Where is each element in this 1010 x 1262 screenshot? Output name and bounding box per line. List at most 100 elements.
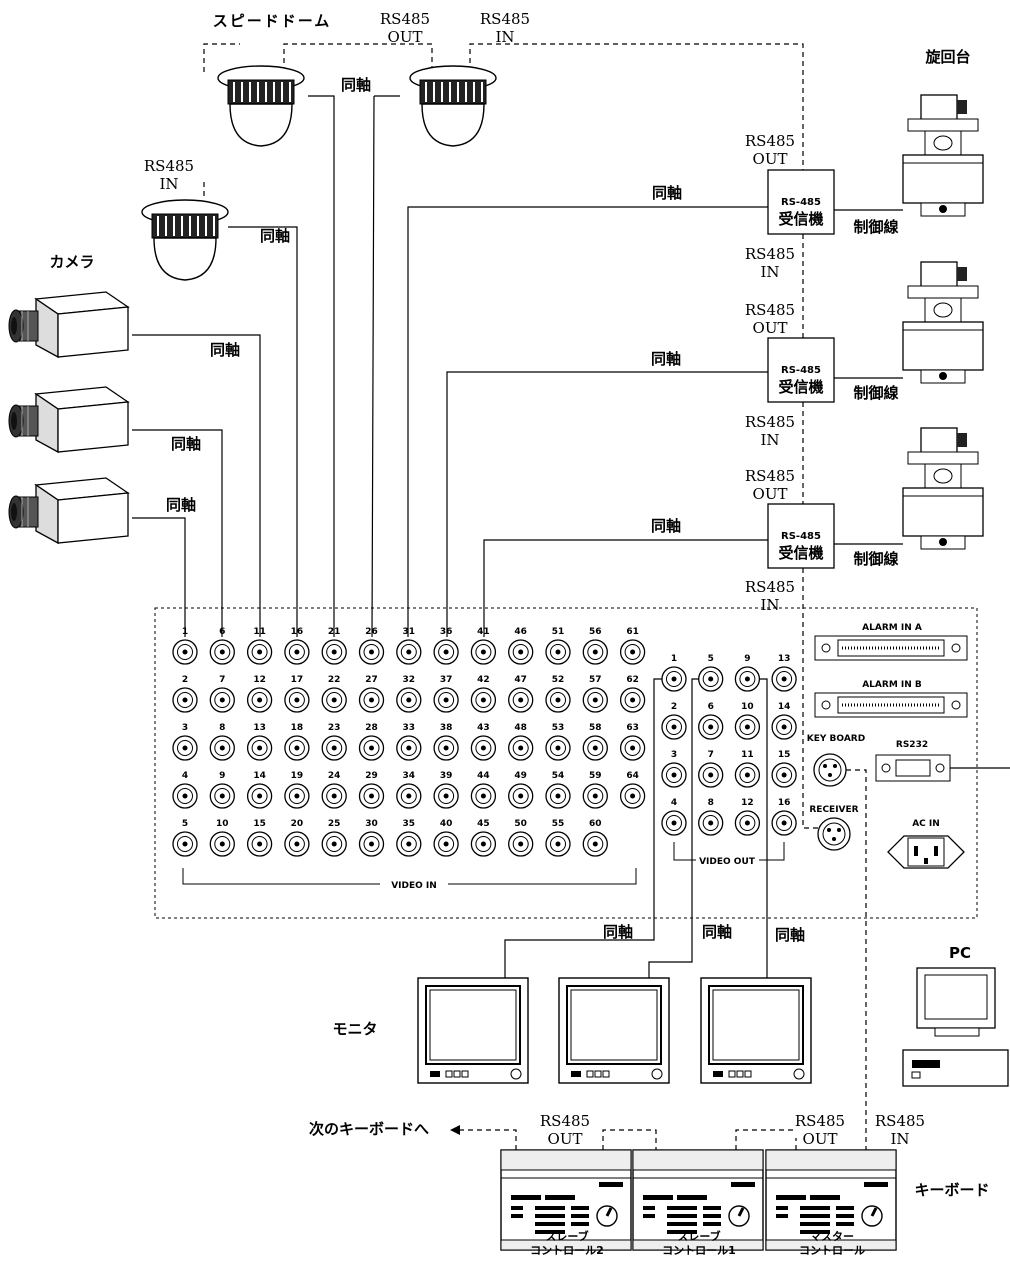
video-in-bnc (284, 639, 310, 665)
video-out-bnc (698, 810, 724, 836)
rs485-label: RS485 (745, 578, 795, 596)
keyboard-port-connector (813, 753, 847, 787)
rs485-label: RS485 (540, 1112, 590, 1130)
video-in-bnc (396, 687, 422, 713)
rs485-direction-label: IN (495, 28, 514, 46)
video-out-bnc (771, 666, 797, 692)
video-in-bnc (284, 735, 310, 761)
video-out-bnc (661, 810, 687, 836)
video-out-channel-number: 10 (741, 702, 754, 712)
video-in-channel-number: 14 (253, 771, 266, 781)
coax-cable (483, 539, 768, 637)
video-out-bnc (661, 666, 687, 692)
video-out-label: VIDEO OUT (699, 857, 756, 867)
rs485-direction-label: OUT (803, 1130, 838, 1148)
arrow-left-icon (450, 1125, 460, 1135)
video-out-channel-number: 1 (671, 654, 677, 664)
video-in-bnc (321, 783, 347, 809)
video-in-bnc (246, 639, 273, 665)
rs485-label: RS485 (745, 413, 795, 431)
video-in-channel-number: 6 (219, 627, 225, 637)
monitor-1 (417, 977, 529, 1084)
video-in-channel-number: 1 (182, 627, 188, 637)
video-in-channel-number: 31 (403, 627, 416, 637)
video-in-bnc (619, 735, 646, 761)
video-in-channel-number: 36 (440, 627, 453, 637)
video-in-bnc (508, 735, 534, 761)
video-out-channel-number: 4 (671, 798, 677, 808)
video-in-channel-number: 34 (403, 771, 416, 781)
video-in-bnc (582, 735, 608, 761)
rs485-label: RS485 (745, 132, 795, 150)
video-in-bnc (321, 687, 347, 713)
video-in-bnc (172, 639, 198, 665)
control-line-label: 制御線 (853, 384, 898, 402)
keyboard-control-label: コントロール (799, 1244, 865, 1257)
video-out-bnc (771, 762, 797, 788)
coax-cable (132, 429, 223, 637)
video-in-channel-number: 20 (291, 819, 304, 829)
video-in-channel-number: 25 (328, 819, 341, 829)
video-in-channel-number: 54 (552, 771, 565, 781)
camera-1 (8, 291, 129, 358)
video-out-channel-number: 2 (671, 702, 677, 712)
video-in-channel-number: 59 (589, 771, 602, 781)
video-out-channel-number: 7 (708, 750, 714, 760)
rs485-line (283, 43, 433, 72)
coax-cable (371, 95, 400, 638)
video-in-bnc (433, 639, 459, 665)
video-in-channel-number: 45 (477, 819, 490, 829)
coax-cable (504, 678, 674, 978)
video-in-bnc (284, 687, 310, 713)
video-in-channel-number: 11 (253, 627, 266, 637)
rs485-direction-label: OUT (388, 28, 423, 46)
speed-dome-lower (141, 199, 229, 281)
video-in-channel-number: 23 (328, 723, 341, 733)
keyboard-control-label: コントロール2 (530, 1244, 604, 1257)
video-in-channel-number: 55 (552, 819, 565, 829)
video-in-bnc (545, 687, 571, 713)
keyboard-title: キーボード (914, 1181, 989, 1199)
rs485-label: RS485 (795, 1112, 845, 1130)
rs485-direction-label: IN (760, 596, 779, 614)
rs485-line (602, 1129, 657, 1150)
receiver-name-label: 受信機 (778, 378, 823, 396)
control-line-label: 制御線 (853, 550, 898, 568)
video-in-channel-number: 60 (589, 819, 602, 829)
rs485-direction-label: IN (890, 1130, 909, 1148)
video-out-channel-number: 8 (708, 798, 714, 808)
rs485-label: RS485 (380, 10, 430, 28)
receiver-name-label: 受信機 (778, 544, 823, 562)
rs485-line (469, 43, 804, 170)
rs232-connector (875, 754, 951, 782)
video-in-channel-number: 10 (216, 819, 229, 829)
dvr-rear-panel (154, 607, 978, 919)
coax-label: 同軸 (603, 923, 633, 941)
video-in-channel-number: 29 (365, 771, 378, 781)
video-in-channel-number: 56 (589, 627, 602, 637)
video-in-bnc (321, 639, 347, 665)
pan-tilt-head-1 (902, 94, 984, 217)
rs485-label: RS485 (745, 301, 795, 319)
monitor-3 (700, 977, 812, 1084)
video-in-channel-number: 26 (365, 627, 378, 637)
video-in-bnc (396, 735, 422, 761)
receiver-port-label: RECEIVER (809, 805, 858, 815)
video-in-bnc (508, 831, 534, 857)
video-in-bnc (209, 639, 235, 665)
video-in-bnc (284, 831, 310, 857)
coax-cable (132, 517, 186, 637)
rs485-line (460, 1129, 517, 1150)
pan-tilt-head-2 (902, 261, 984, 384)
alarm-in-a-label: ALARM IN A (862, 623, 922, 633)
video-in-channel-number: 32 (403, 675, 416, 685)
camera-title: カメラ (49, 253, 94, 271)
video-out-channel-number: 9 (744, 654, 750, 664)
video-in-channel-number: 21 (328, 627, 341, 637)
video-in-channel-number: 7 (219, 675, 225, 685)
video-in-bnc (246, 783, 273, 809)
video-in-bnc (284, 783, 310, 809)
